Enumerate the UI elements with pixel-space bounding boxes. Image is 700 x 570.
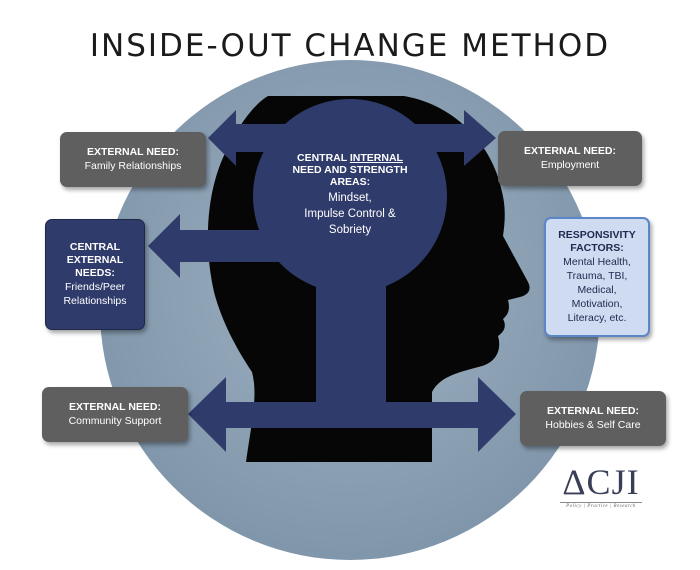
central-heading-rest: NEED AND STRENGTH AREAS: (292, 164, 408, 188)
box-text: Medical, (577, 284, 617, 296)
box-text: Trauma, TBI, (566, 270, 628, 282)
box-heading: RESPONSIVITY (558, 229, 636, 241)
box-heading: EXTERNAL NEED: (524, 145, 616, 157)
box-text: Friends/Peer (64, 281, 126, 293)
logo-tagline: Policy | Practice | Research (566, 504, 636, 509)
left-arrow (148, 214, 312, 278)
central-heading-underlined: INTERNAL (349, 152, 403, 164)
logo-mark: ΔCJI (562, 462, 640, 502)
box-heading: EXTERNAL NEED: (547, 405, 639, 417)
box-heading: NEEDS: (75, 267, 115, 279)
central-line: Impulse Control & (304, 208, 396, 220)
central-internal-needs: CENTRAL INTERNAL NEED AND STRENGTH AREAS… (282, 152, 418, 238)
box-text: Hobbies & Self Care (545, 419, 641, 431)
box-text: Mental Health, (563, 256, 631, 268)
central-line: Mindset, (328, 192, 372, 204)
box-heading: EXTERNAL NEED: (69, 401, 161, 413)
employment-box: EXTERNAL NEED: Employment (498, 131, 642, 186)
central-line: Sobriety (328, 224, 372, 236)
box-heading: EXTERNAL NEED: (87, 146, 179, 158)
box-heading: EXTERNAL (66, 254, 124, 266)
box-text: Literacy, etc. (567, 312, 627, 324)
top-double-arrow (208, 110, 496, 166)
family-relationships-box: EXTERNAL NEED: Family Relationships (60, 132, 206, 187)
central-internal-heading: CENTRAL INTERNAL NEED AND STRENGTH AREAS… (282, 152, 418, 188)
central-external-needs-box: CENTRAL EXTERNAL NEEDS: Friends/Peer Rel… (45, 219, 145, 330)
acji-logo: ΔCJI Policy | Practice | Research (556, 462, 646, 516)
box-text: Employment (540, 159, 600, 171)
central-internal-body: Mindset, Impulse Control & Sobriety (282, 190, 418, 238)
central-heading-prefix: CENTRAL (297, 152, 350, 164)
hobbies-self-care-box: EXTERNAL NEED: Hobbies & Self Care (520, 391, 666, 446)
box-heading: CENTRAL (69, 241, 121, 253)
community-support-box: EXTERNAL NEED: Community Support (42, 387, 188, 442)
responsivity-factors-box: RESPONSIVITY FACTORS: Mental Health, Tra… (544, 217, 650, 337)
logo-divider (560, 502, 642, 503)
bottom-double-arrow (188, 377, 516, 452)
box-text: Relationships (63, 295, 127, 307)
box-text: Family Relationships (84, 160, 182, 172)
box-heading: FACTORS: (570, 242, 624, 254)
box-text: Motivation, (571, 298, 623, 310)
box-text: Community Support (68, 415, 162, 427)
diagram-title: INSIDE-OUT CHANGE METHOD (89, 28, 611, 64)
